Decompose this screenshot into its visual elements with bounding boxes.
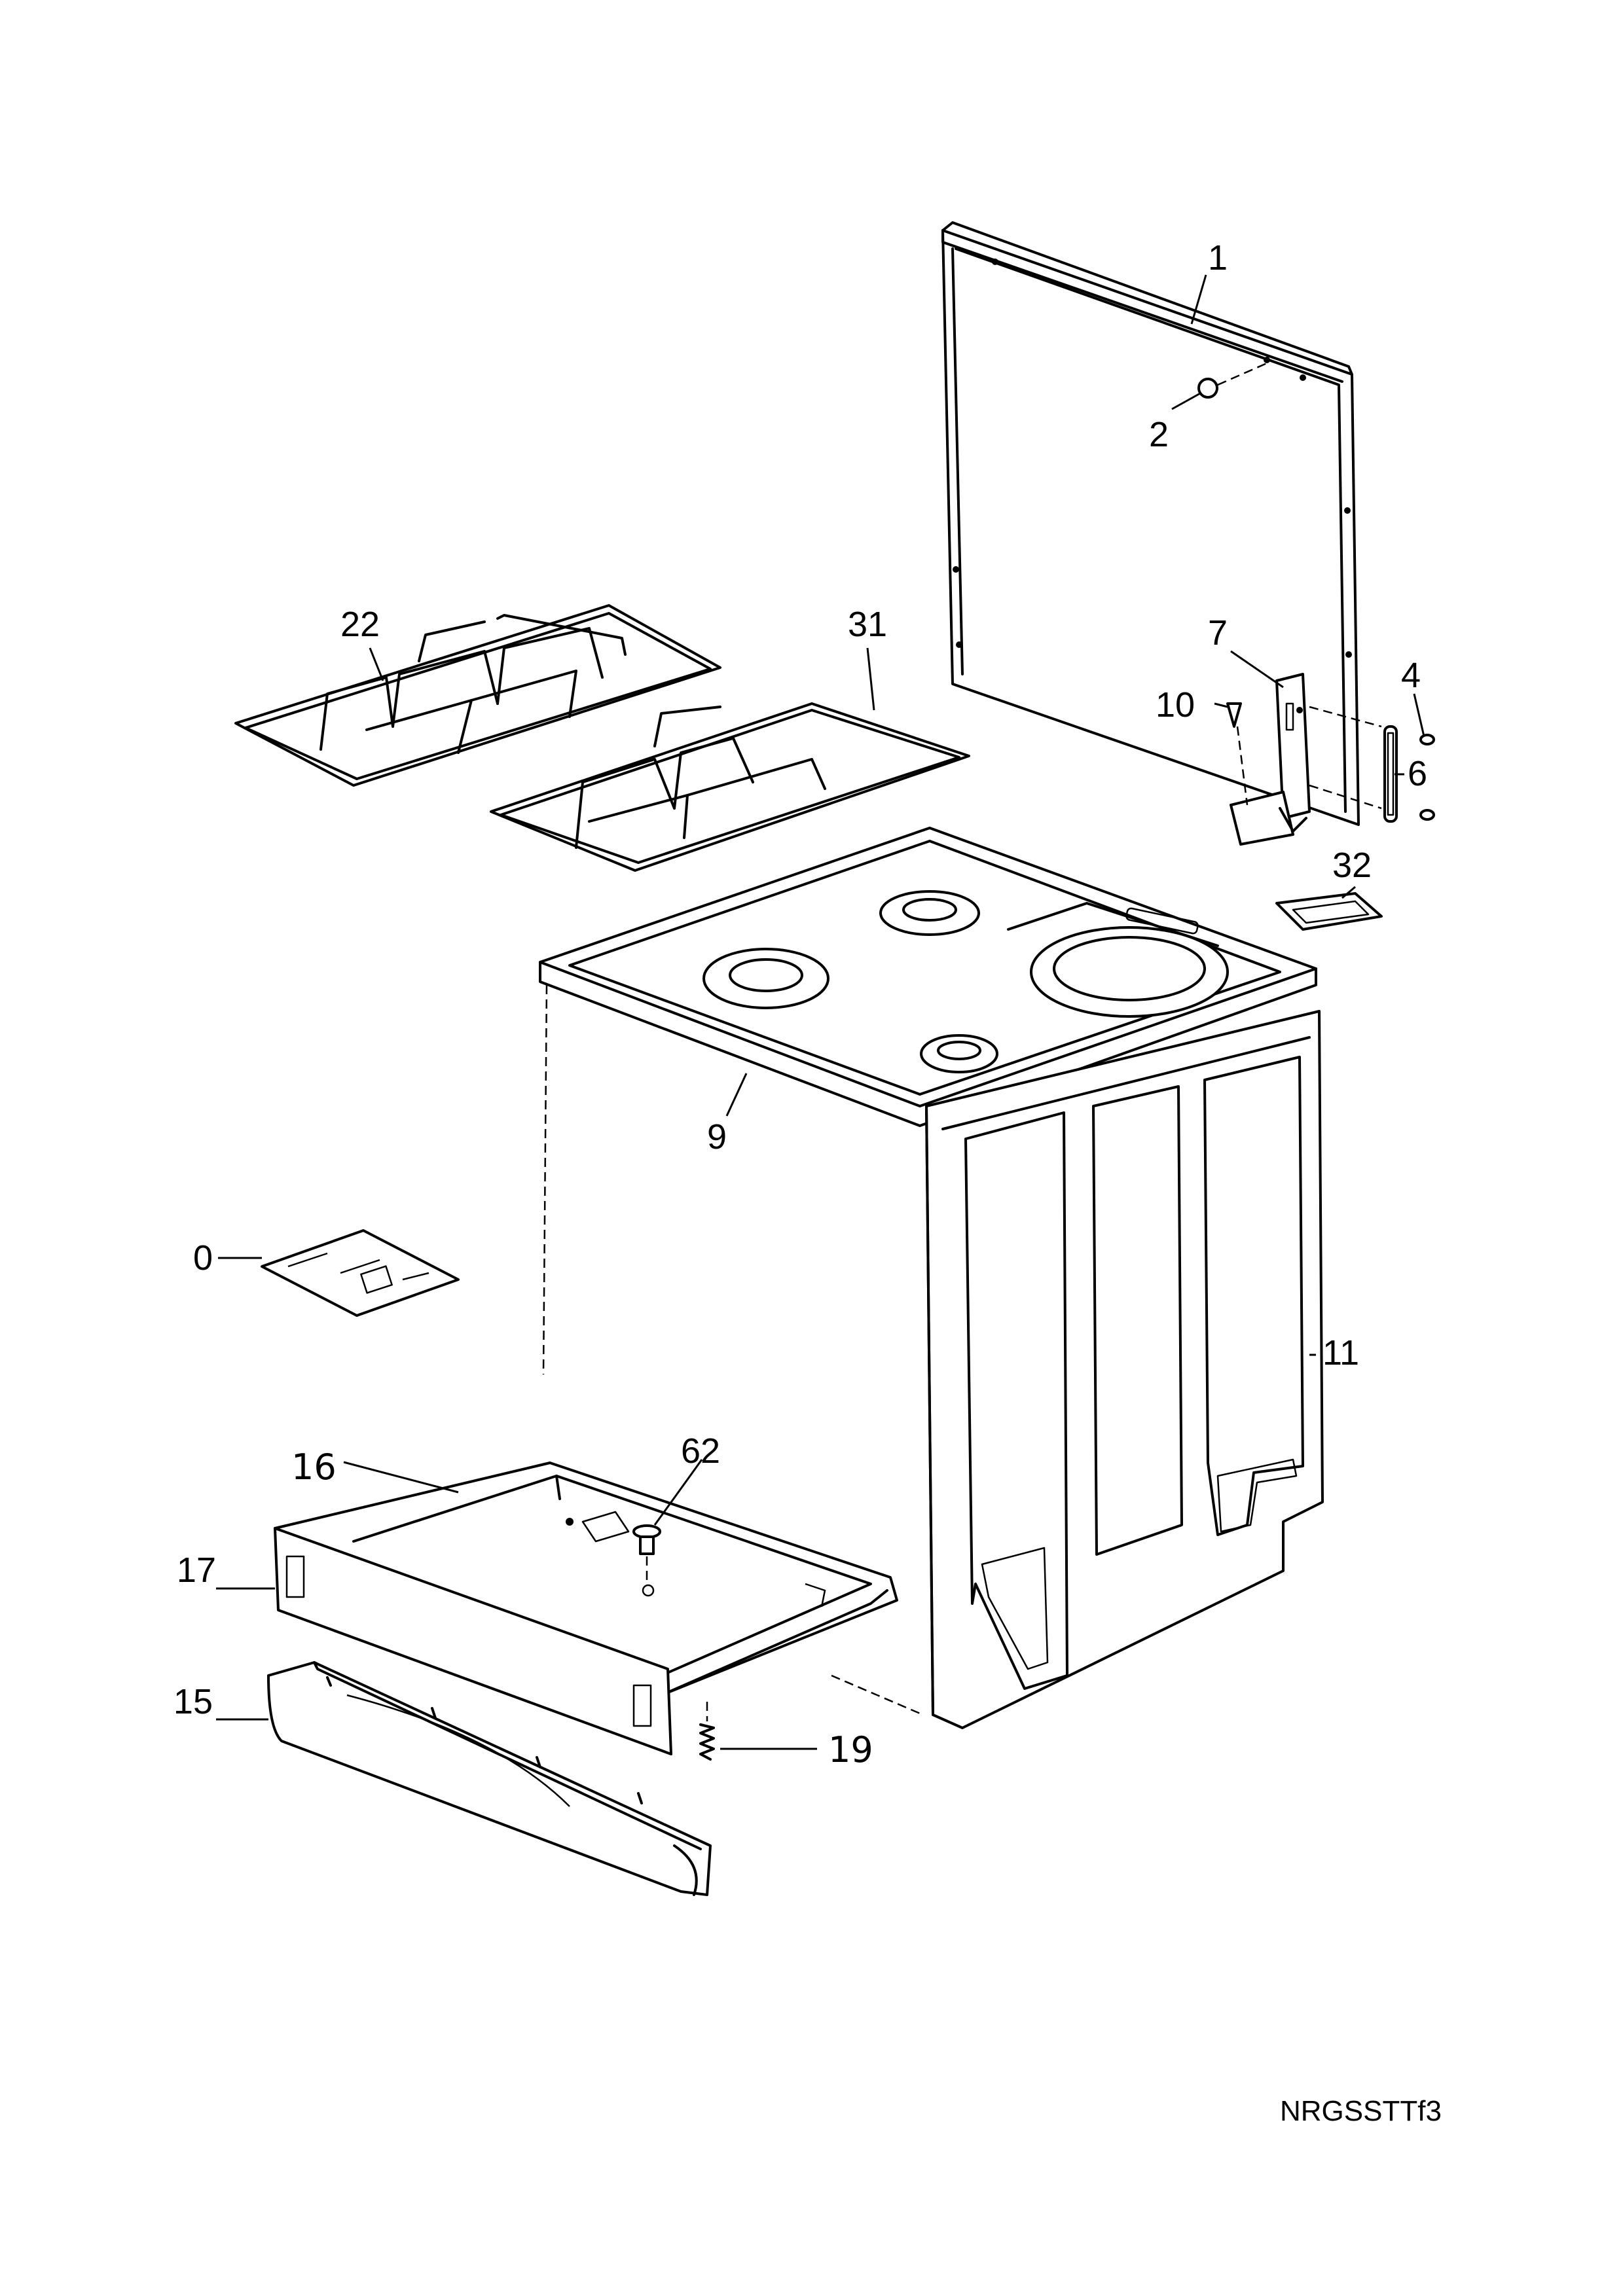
hob-top-part xyxy=(539,827,1317,1127)
label-part-32: 32 xyxy=(1332,846,1372,885)
label-part-15: 15 xyxy=(173,1682,213,1721)
back-panel-part xyxy=(941,221,1360,826)
diagram-code: NRGSSTTf3 xyxy=(1280,2095,1442,2127)
drawer-front-part xyxy=(267,1661,712,1896)
instruction-booklet-part xyxy=(261,1229,460,1317)
label-part-17: 17 xyxy=(177,1551,216,1590)
vent-cover-part xyxy=(1275,892,1383,931)
label-part-10: 10 xyxy=(1156,685,1195,725)
pan-support-22-part xyxy=(234,604,721,787)
label-part-11: 11 xyxy=(1322,1333,1359,1372)
label-part-19: 19 xyxy=(828,1729,873,1770)
label-part-9: 9 xyxy=(707,1117,727,1157)
label-part-6: 6 xyxy=(1408,754,1427,793)
label-part-2: 2 xyxy=(1149,415,1169,454)
label-part-7: 7 xyxy=(1208,613,1228,653)
spring-part xyxy=(699,1702,715,1761)
label-part-31: 31 xyxy=(848,605,887,644)
leader-lines xyxy=(216,274,1425,1750)
label-part-0: 0 xyxy=(193,1238,213,1278)
label-part-22: 22 xyxy=(340,605,380,644)
knob-fixing-part xyxy=(1197,362,1267,399)
label-part-62: 62 xyxy=(681,1431,720,1471)
screw-4-part xyxy=(1419,734,1435,821)
drawer-panel-part xyxy=(274,1527,672,1755)
cabinet-part xyxy=(542,984,1324,1729)
label-part-4: 4 xyxy=(1401,656,1421,695)
screw-10-part xyxy=(1226,702,1249,806)
label-part-1: 1 xyxy=(1208,238,1228,278)
part-labels: 1 2 4 6 7 9 10 11 15 16 17 19 22 31 32 6… xyxy=(173,238,1427,1770)
foot-part xyxy=(632,1524,661,1584)
label-part-16: 16 xyxy=(291,1446,337,1488)
pan-support-31-part xyxy=(490,702,970,872)
